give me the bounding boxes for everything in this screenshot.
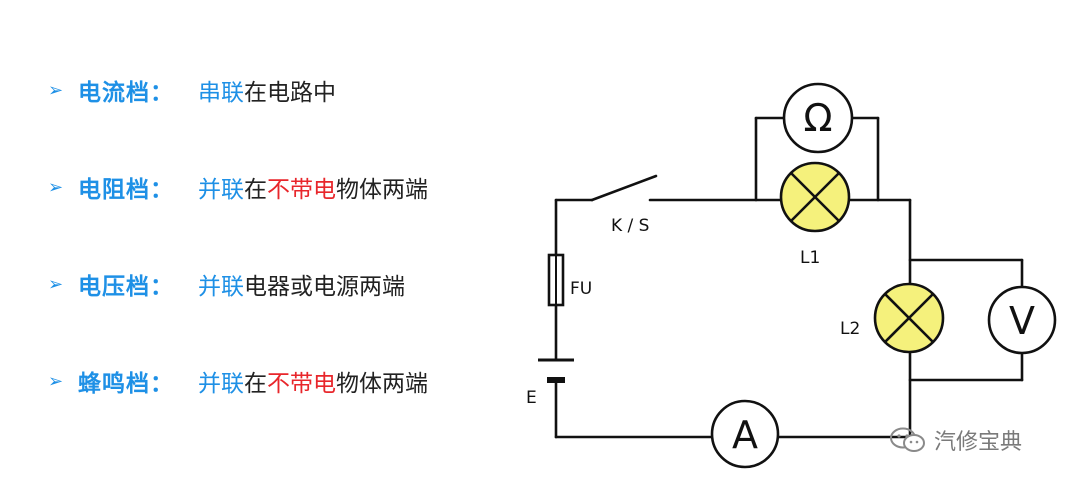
rule-text-part: 物体两端 <box>336 177 428 203</box>
arrow-bullet-icon: ➢ <box>48 370 64 392</box>
arrow-bullet-icon: ➢ <box>48 176 64 198</box>
rule-text-part: 在电路中 <box>244 80 336 106</box>
rule-text-part: 并联 <box>198 274 244 300</box>
lamp-l2-label: L2 <box>840 319 860 339</box>
ohmmeter-symbol <box>782 82 854 154</box>
arrow-bullet-icon: ➢ <box>48 79 64 101</box>
rule-voltage: ➢ 电压档： 并联电器或电源两端 <box>48 264 405 304</box>
battery-label: E <box>526 388 537 408</box>
ammeter-symbol <box>710 399 780 469</box>
rule-buzzer: ➢ 蜂鸣档： 并联在不带电物体两端 <box>48 361 428 401</box>
rule-text-part: 物体两端 <box>336 371 428 397</box>
lamp-l1 <box>779 161 851 233</box>
rule-text-part: 串联 <box>198 80 244 106</box>
lamp-l1-label: L1 <box>800 248 820 268</box>
rule-current: ➢ 电流档： 串联在电路中 <box>48 70 336 110</box>
arrow-bullet-icon: ➢ <box>48 273 64 295</box>
volt-label: V <box>1009 299 1035 343</box>
amp-label: A <box>732 413 758 457</box>
rule-text-part: 并联 <box>198 371 244 397</box>
lamp-l2 <box>873 282 945 354</box>
ohm-label: Ω <box>803 96 832 140</box>
rule-key: 电压档： <box>78 274 174 300</box>
switch-label: K / S <box>611 216 649 236</box>
rule-text-part: 在 <box>244 177 267 203</box>
switch-blade <box>590 174 658 202</box>
rule-resistance: ➢ 电阻档： 并联在不带电物体两端 <box>48 167 428 207</box>
wechat-icon <box>890 427 925 452</box>
rule-key: 电阻档： <box>78 177 174 203</box>
rule-text-part: 并联 <box>198 177 244 203</box>
rule-key: 蜂鸣档： <box>78 371 174 397</box>
rule-key: 电流档： <box>78 80 174 106</box>
fuse-label: FU <box>570 279 592 299</box>
rule-text-part: 在 <box>244 371 267 397</box>
voltmeter-symbol <box>987 285 1057 355</box>
watermark: 汽修宝典 <box>888 424 1022 456</box>
rule-text-part: 不带电 <box>267 177 336 203</box>
rule-text-part: 不带电 <box>267 371 336 397</box>
rule-text-part: 电器或电源两端 <box>244 274 405 300</box>
watermark-text: 汽修宝典 <box>934 430 1023 455</box>
